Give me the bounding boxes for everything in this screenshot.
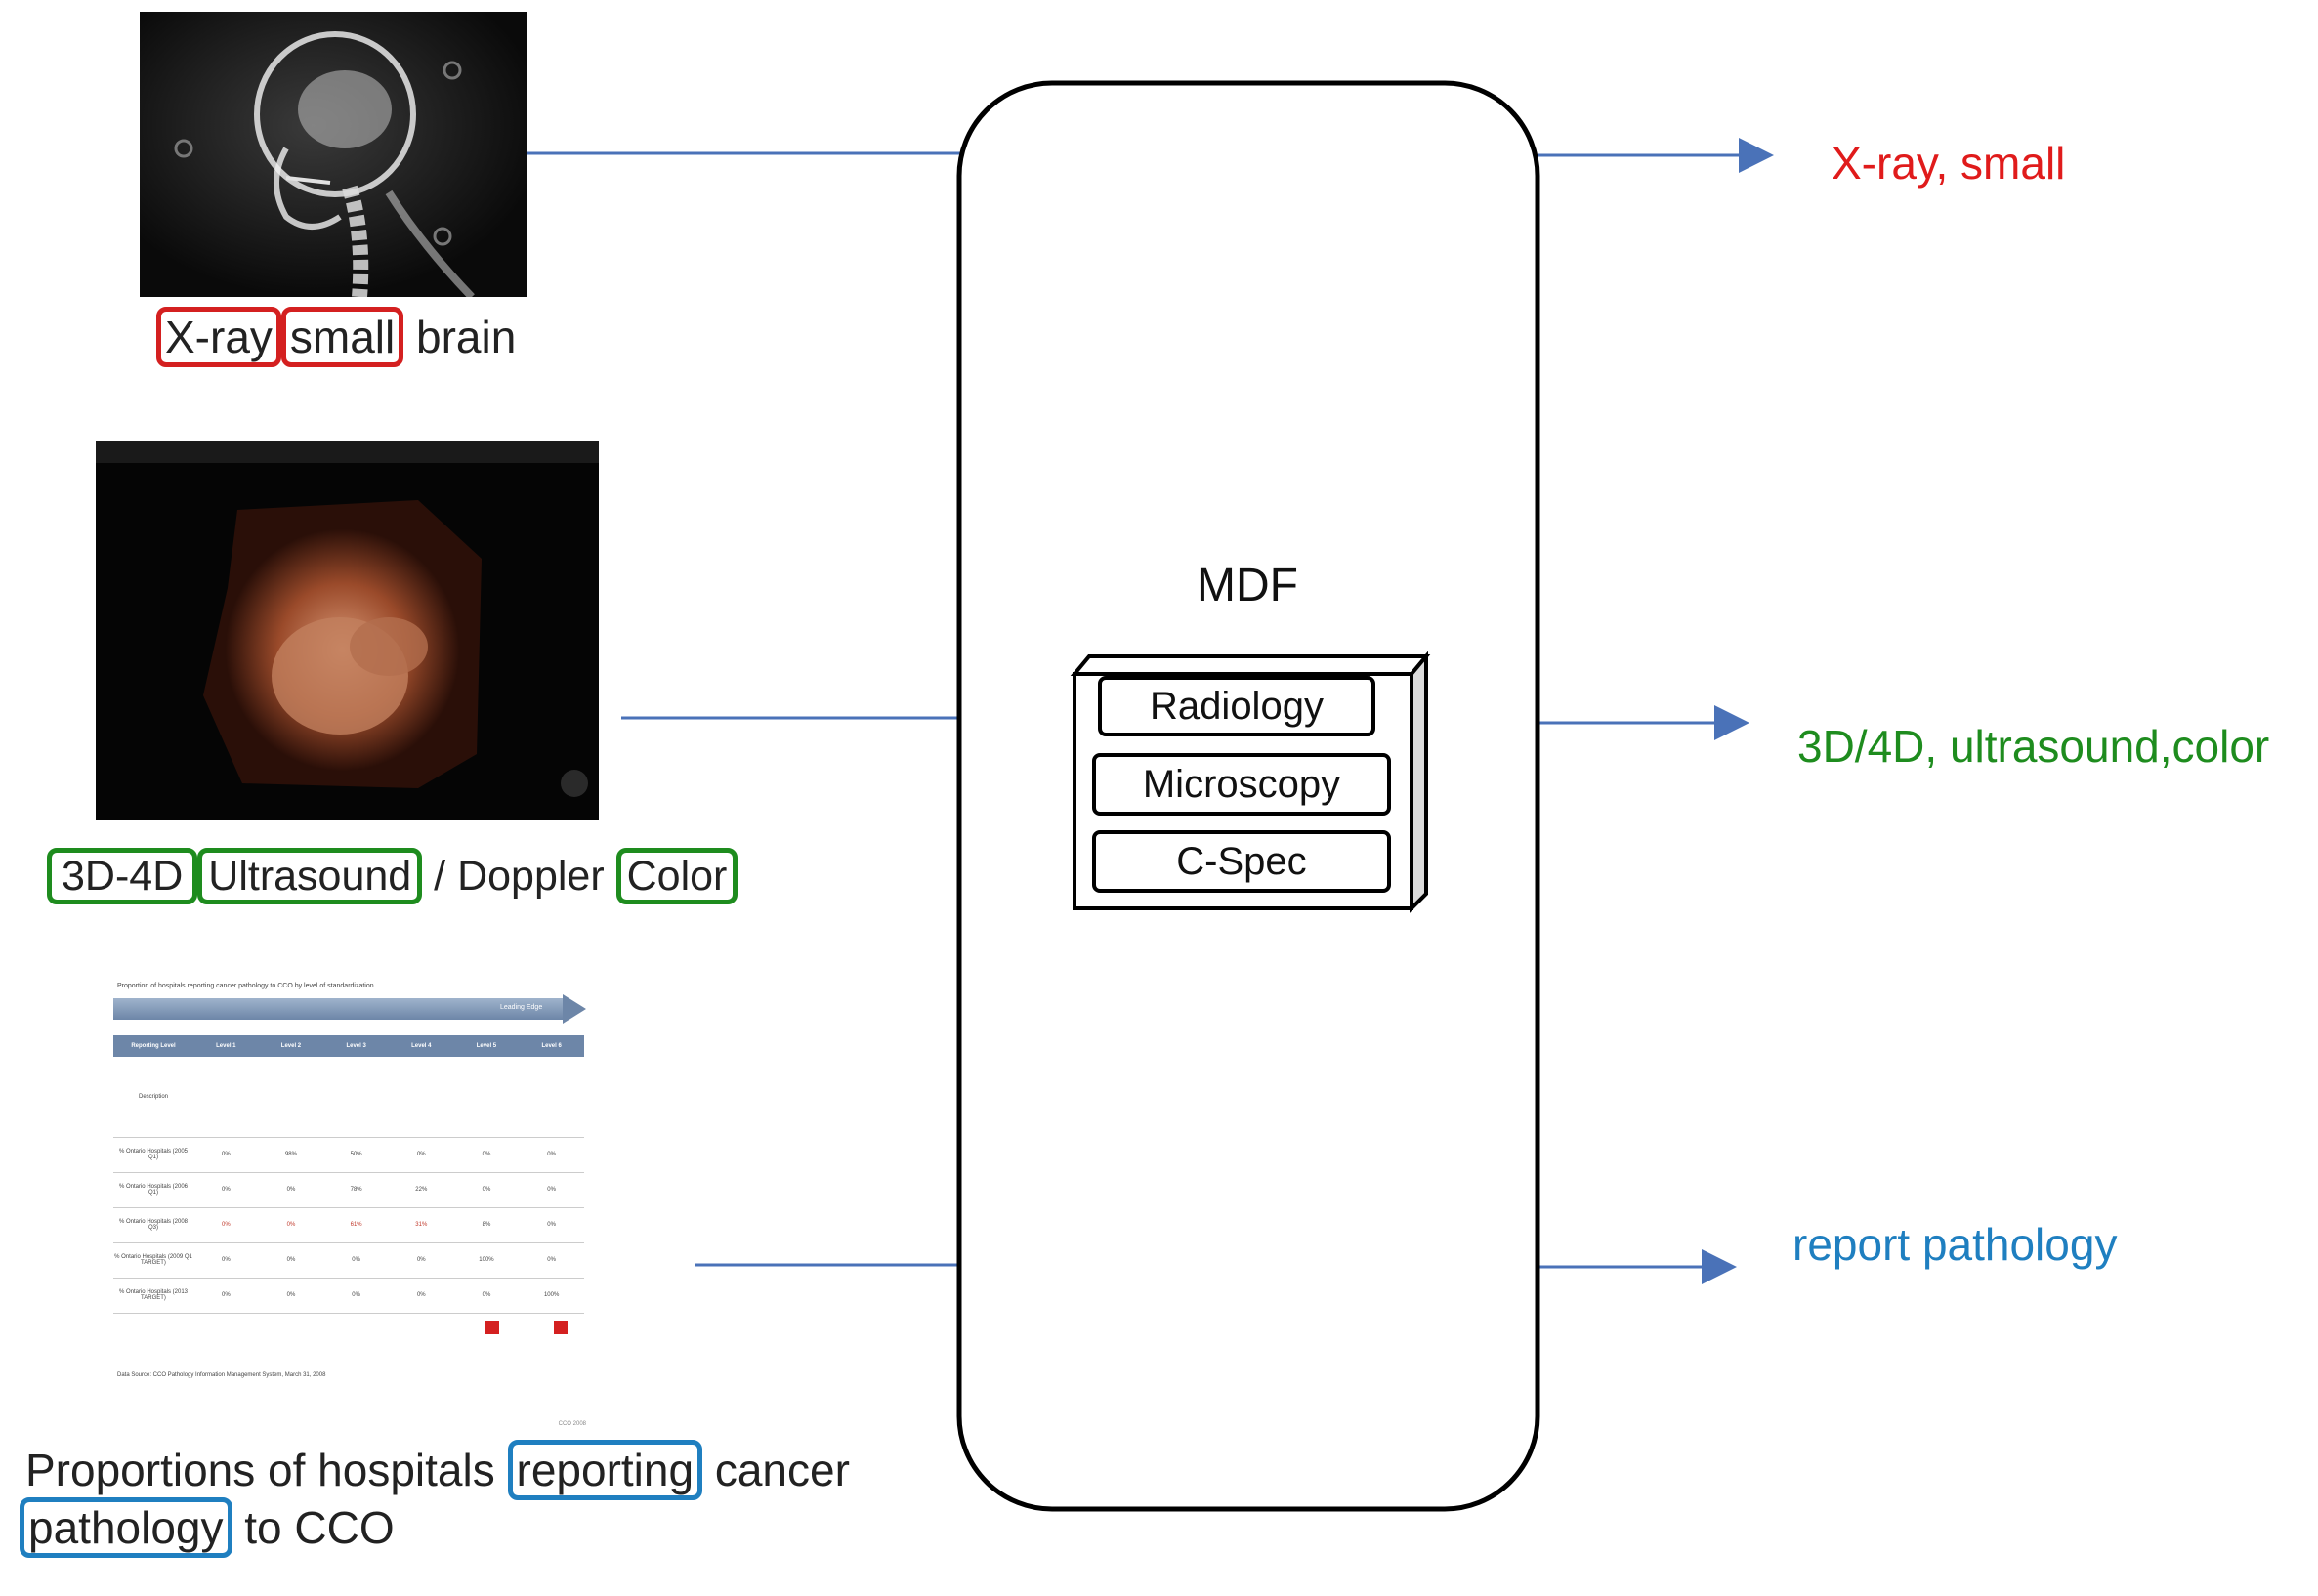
table-cell: 0%	[482, 1152, 491, 1157]
table-source-note: Data Source: CCO Pathology Information M…	[117, 1372, 326, 1378]
table-cell: 0%	[416, 1292, 426, 1298]
table-cell: 0%	[286, 1222, 296, 1228]
table-cell: 61%	[350, 1222, 362, 1228]
ultrasound-highlight: Ultrasound	[197, 848, 423, 904]
table-cell: 0%	[547, 1222, 556, 1228]
table-top-arrow	[113, 998, 563, 1020]
table-title: Proportion of hospitals reporting cancer…	[117, 983, 374, 989]
table-cell: 78%	[350, 1187, 362, 1193]
table-cell: 0%	[221, 1257, 231, 1263]
table-cell: 0%	[286, 1257, 296, 1263]
table-row-label: % Ontario Hospitals (2009 Q1 TARGET)	[114, 1254, 192, 1266]
table-header-cell: Level 6	[541, 1043, 562, 1049]
pathology-highlight: pathology	[20, 1497, 232, 1558]
caption-text: to CCO	[244, 1502, 395, 1553]
caption-text: Proportions of hospitals	[25, 1445, 495, 1495]
table-cell: 0%	[286, 1187, 296, 1193]
ultrasound-fetus-image	[96, 441, 599, 820]
table-cell: 0%	[221, 1152, 231, 1157]
table-header-cell: Level 2	[280, 1043, 302, 1049]
output-report-pathology: report pathology	[1792, 1219, 2118, 1270]
report-caption-line2: pathology to CCO	[20, 1497, 395, 1558]
table-cell: 0%	[547, 1187, 556, 1193]
table-cell: 100%	[543, 1292, 560, 1298]
caption-text: cancer	[714, 1445, 850, 1495]
table-row-label: % Ontario Hospitals (2006 Q1)	[118, 1184, 189, 1196]
report-table-figure: Proportion of hospitals reporting cancer…	[109, 977, 598, 1434]
table-row-label: % Ontario Hospitals (2005 Q1)	[118, 1149, 189, 1160]
table-row-label: % Ontario Hospitals (2013 TARGET)	[118, 1289, 189, 1301]
xray-skull-image	[140, 12, 527, 297]
module-radiology: Radiology	[1098, 676, 1375, 736]
table-header-cell: Level 4	[411, 1043, 432, 1049]
table-row-label: Description	[138, 1093, 168, 1100]
table-grid: Reporting Level Level 1 Level 2 Level 3 …	[113, 1035, 584, 1314]
table-cell: 22%	[415, 1187, 428, 1193]
table-arrow-label: Leading Edge	[500, 1004, 543, 1011]
table-cell: 0%	[221, 1187, 231, 1193]
table-cell: 0%	[416, 1152, 426, 1157]
table-cell: 50%	[350, 1152, 362, 1157]
table-cell: 0%	[286, 1292, 296, 1298]
table-cell: 0%	[482, 1187, 491, 1193]
table-cell: 31%	[415, 1222, 428, 1228]
table-header-cell: Level 5	[476, 1043, 497, 1049]
table-row-label: % Ontario Hospitals (2008 Q3)	[118, 1219, 189, 1231]
table-footer: CCO 2008	[558, 1421, 586, 1427]
table-arrow-marker	[485, 1321, 499, 1334]
color-highlight: Color	[615, 848, 738, 904]
table-cell: 98%	[284, 1152, 297, 1157]
output-xray-small: X-ray, small	[1832, 138, 2066, 189]
mdf-title: MDF	[1197, 560, 1298, 611]
table-arrow-marker	[554, 1321, 568, 1334]
3d-4d-highlight: 3D-4D	[47, 848, 198, 904]
table-cell: 0%	[352, 1257, 360, 1263]
table-cell: 100%	[479, 1257, 494, 1263]
table-cell: 0%	[416, 1257, 426, 1263]
report-caption-line1: Proportions of hospitals reporting cance…	[25, 1440, 850, 1500]
table-header-cell: Reporting Level	[131, 1043, 176, 1049]
module-microscopy: Microscopy	[1092, 753, 1391, 816]
table-cell: 0%	[221, 1292, 231, 1298]
table-cell: 0%	[547, 1152, 556, 1157]
reporting-highlight: reporting	[507, 1440, 703, 1500]
table-cell: 0%	[221, 1222, 231, 1228]
table-cell: 0%	[482, 1292, 491, 1298]
module-c-spec: C-Spec	[1092, 830, 1391, 893]
small-highlight: small	[280, 307, 404, 367]
doppler-word: / Doppler	[434, 853, 605, 900]
table-cell: 8%	[482, 1222, 491, 1228]
table-header-cell: Level 3	[346, 1043, 366, 1049]
output-3d4d-ultrasound-color: 3D/4D, ultrasound,color	[1797, 721, 2270, 772]
brain-word: brain	[416, 312, 517, 362]
table-cell: 0%	[547, 1257, 556, 1263]
table-cell: 0%	[352, 1292, 360, 1298]
table-header-cell: Level 1	[216, 1043, 236, 1049]
table-top-arrow-head	[563, 994, 586, 1024]
xray-highlight: X-ray	[156, 307, 281, 367]
